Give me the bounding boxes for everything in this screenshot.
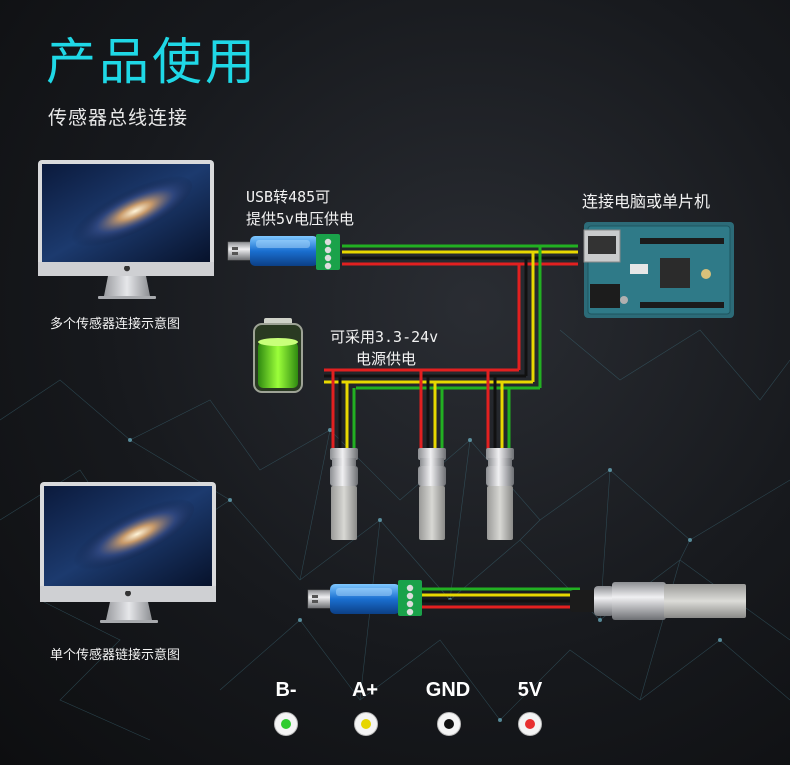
usb-label-line2: 提供5v电压供电 [246, 210, 355, 228]
legend-label-gnd: GND [425, 679, 471, 701]
usb-485-converter-bottom [307, 580, 422, 616]
monitor-single [40, 482, 216, 623]
usb-label-line1: USB转485可 [246, 188, 331, 206]
power-label-line1: 可采用3.3-24v [330, 328, 439, 346]
legend-label-b-minus: B- [275, 679, 297, 701]
caption-single: 单个传感器链接示意图 [50, 648, 181, 663]
bus-wires-top [342, 244, 578, 388]
page-subtitle: 传感器总线连接 [48, 107, 189, 129]
sensor-probe-1 [330, 448, 358, 540]
legend-dot-a-plus [354, 712, 378, 736]
sensor-probe-single [570, 582, 746, 620]
sensor-probe-3 [486, 448, 514, 540]
pc-label: 连接电脑或单片机 [582, 192, 711, 211]
legend-label-5v: 5V [517, 679, 543, 701]
legend-dot-5v [518, 712, 542, 736]
usb-485-converter-top [227, 234, 340, 270]
microcontroller-board [583, 222, 734, 318]
power-label-line2: 电源供电 [356, 350, 417, 368]
legend-dot-b-minus [274, 712, 298, 736]
battery-icon [253, 318, 303, 393]
page-title: 产品使用 [46, 33, 258, 91]
caption-multi: 多个传感器连接示意图 [50, 317, 181, 332]
bus-wires-sensors [324, 368, 540, 452]
monitor-multi [38, 160, 214, 299]
legend-label-a-plus: A+ [351, 679, 379, 701]
sensor-probe-2 [418, 448, 446, 540]
legend-dot-gnd [437, 712, 461, 736]
wires-single [420, 587, 580, 609]
